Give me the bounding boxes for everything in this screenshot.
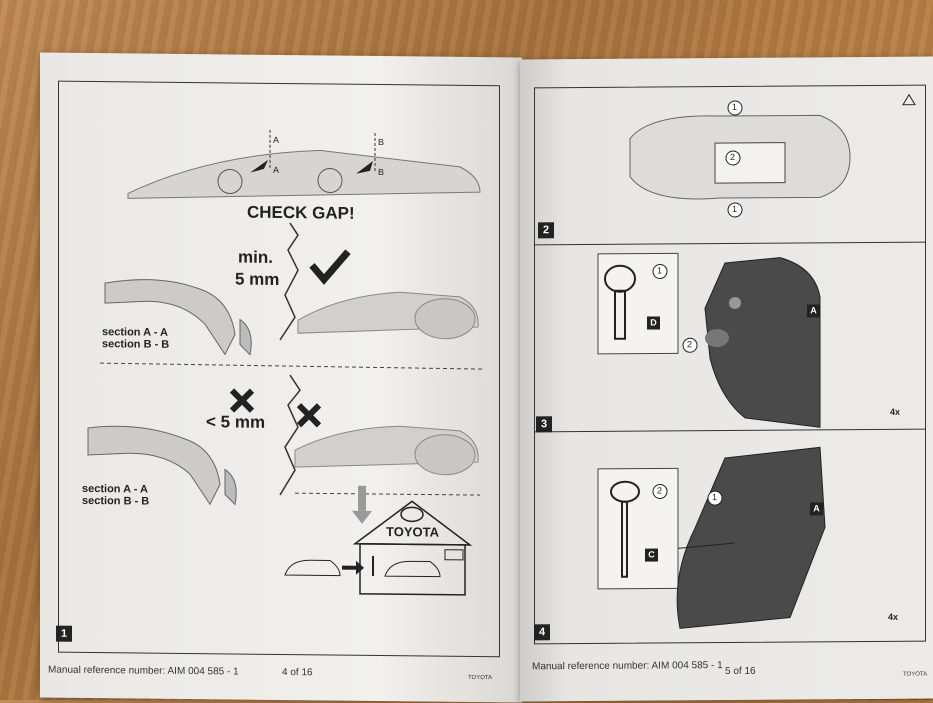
- right-page-illustrations: [597, 93, 916, 629]
- cross-icon: [296, 403, 322, 428]
- panel-number: 1: [56, 625, 72, 642]
- min-value-label: 5 mm: [235, 269, 280, 289]
- section-aa-label: section A - A: [82, 482, 149, 496]
- step-badge-1: 1: [657, 265, 663, 276]
- marker-b-top: B: [378, 137, 385, 148]
- check-gap-heading: CHECK GAP!: [247, 202, 355, 223]
- left-manual-page: CHECK GAP! min. 5 mm < 5 mm A A B B sect…: [40, 52, 522, 703]
- left-page-illustrations: [87, 129, 486, 596]
- quantity-label: 4x: [890, 406, 901, 417]
- page-number: 4 of 16: [282, 667, 313, 679]
- step-badge-2: 2: [657, 485, 663, 496]
- too-small-gap-label: < 5 mm: [206, 412, 266, 432]
- part-label-a: A: [807, 304, 820, 318]
- page-number: 5 of 16: [725, 665, 756, 678]
- section-bb-label: section B - B: [82, 494, 150, 508]
- step-badge-1: 1: [732, 203, 738, 214]
- manual-reference: Manual reference number: AIM 004 585 - 1: [532, 660, 723, 673]
- dealer-sign: TOYOTA: [386, 524, 439, 540]
- panel-number: 4: [534, 624, 550, 641]
- marker-b-bottom: B: [378, 167, 385, 178]
- step-badge-1: 1: [732, 101, 738, 112]
- manual-reference: Manual reference number: AIM 004 585 - 1: [48, 664, 239, 678]
- marker-a-bottom: A: [273, 164, 280, 175]
- step-badge-1: 1: [712, 492, 718, 503]
- key-label-c: C: [645, 548, 658, 562]
- toyota-logo: TOYOTA: [903, 671, 928, 678]
- check-icon: [309, 249, 351, 285]
- quantity-label: 4x: [888, 611, 899, 622]
- right-manual-page: 1 2 1 1 2 D A 4x 2 1 C A 4x 2 3 4 Manual…: [520, 56, 933, 702]
- panel-number: 2: [538, 222, 554, 239]
- marker-a-top: A: [273, 134, 280, 145]
- key-label-d: D: [647, 316, 660, 330]
- panel-number: 3: [536, 416, 552, 433]
- section-bb-label: section B - B: [102, 338, 170, 351]
- step-badge-2: 2: [730, 151, 736, 162]
- toyota-logo: TOYOTA: [468, 674, 493, 682]
- section-label-bottom: section A - A section B - B: [82, 483, 149, 508]
- step-badge-2: 2: [687, 339, 693, 350]
- cross-icon: [229, 388, 255, 413]
- section-aa-label: section A - A: [102, 326, 169, 339]
- section-label-top: section A - A section B - B: [102, 326, 169, 351]
- part-label-a: A: [810, 502, 823, 516]
- min-label: min.: [238, 247, 273, 267]
